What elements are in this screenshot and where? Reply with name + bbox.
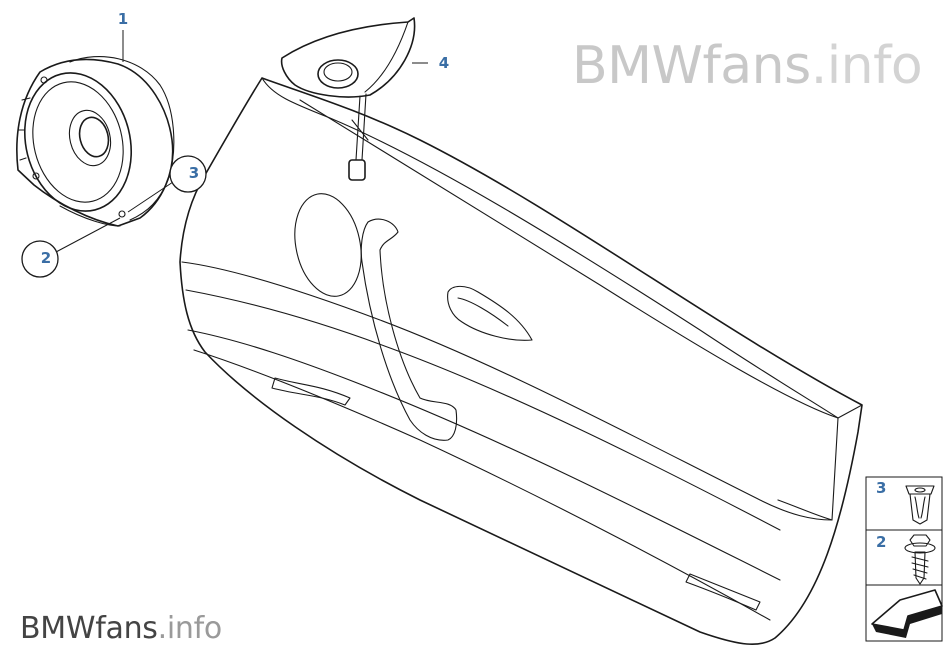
watermark-bottom: BMWfans.info (20, 614, 222, 644)
screw-icon (904, 534, 936, 585)
callout-1-label[interactable]: 1 (118, 10, 128, 28)
callout-3-circle (169, 155, 207, 193)
loudspeaker (16, 56, 175, 227)
callout-2-circle (21, 240, 59, 278)
door-trim-panel (179, 77, 863, 646)
watermark-brand: BMWfans (572, 36, 811, 96)
arrow-icon (871, 589, 943, 638)
watermark-top: BMWfans.info (572, 40, 923, 92)
legend-label-3: 3 (876, 479, 886, 497)
legend-label-2: 2 (876, 533, 886, 551)
tweeter-assembly (280, 17, 416, 181)
callout-2-label[interactable]: 2 (41, 249, 51, 267)
watermark-suffix: .info (157, 611, 223, 646)
callout-4-label[interactable]: 4 (439, 54, 449, 72)
leader-lines (55, 30, 428, 253)
expanding-nut-icon (905, 485, 935, 525)
watermark-suffix: .info (810, 36, 923, 96)
parts-legend: 3 2 (865, 476, 943, 642)
watermark-brand: BMWfans (20, 611, 158, 646)
callout-3-label[interactable]: 3 (189, 164, 199, 182)
